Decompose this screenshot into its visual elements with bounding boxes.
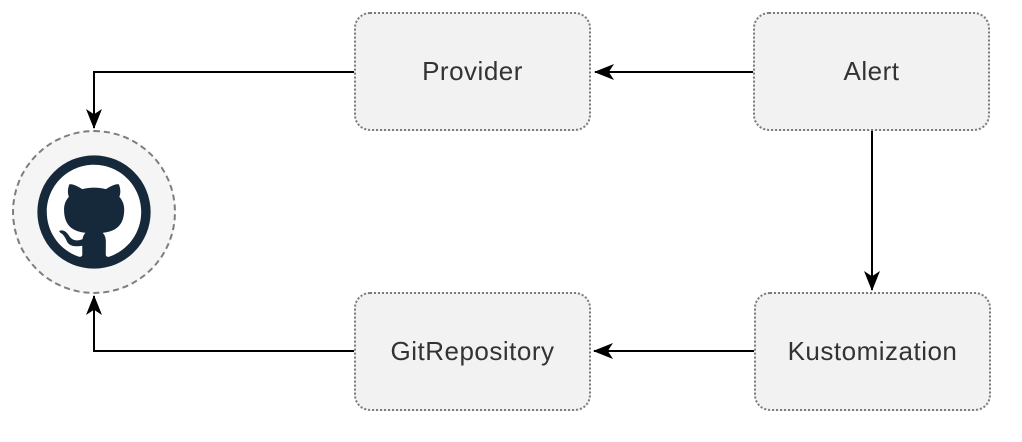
node-github	[12, 130, 176, 294]
node-provider-label: Provider	[422, 56, 523, 86]
edge-gitrepository-github	[86, 295, 354, 352]
node-provider: Provider	[354, 12, 591, 131]
node-alert: Alert	[753, 12, 990, 131]
node-kustomization-label: Kustomization	[787, 336, 958, 366]
node-kustomization: Kustomization	[754, 292, 991, 411]
node-gitrepository-label: GitRepository	[390, 336, 555, 366]
node-alert-label: Alert	[843, 56, 900, 86]
edge-provider-github	[86, 71, 354, 129]
node-gitrepository: GitRepository	[354, 292, 591, 411]
github-octocat-icon	[37, 155, 151, 269]
